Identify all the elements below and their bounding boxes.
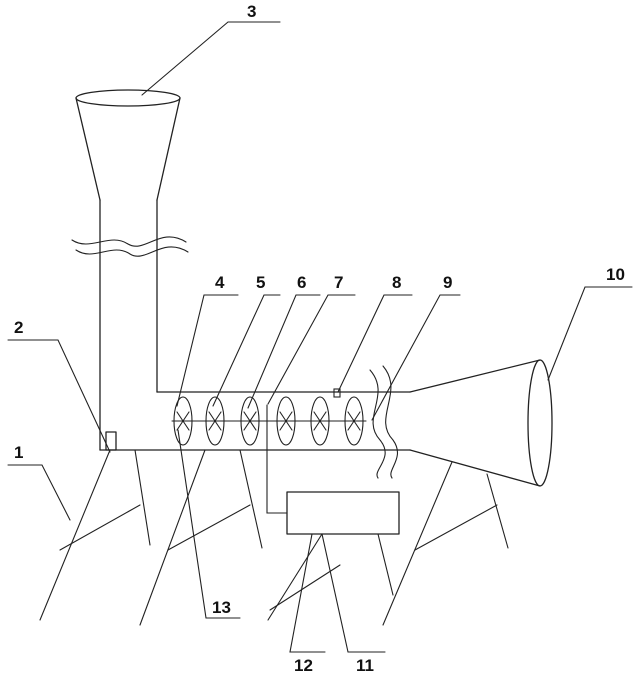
leader-4 <box>176 294 239 407</box>
label-11: 11 <box>356 656 374 675</box>
leader-10 <box>547 286 633 381</box>
inlet-block <box>105 431 117 451</box>
control-wire <box>266 404 288 514</box>
sensor-8 <box>333 388 341 398</box>
label-10: 10 <box>606 265 625 284</box>
label-4: 4 <box>215 273 225 292</box>
control-box <box>266 404 400 535</box>
leader-6 <box>247 294 321 409</box>
label-2: 2 <box>14 318 23 337</box>
label-13: 13 <box>212 598 231 617</box>
leader-7 <box>267 294 356 405</box>
label-3: 3 <box>247 2 256 21</box>
hopper <box>71 89 189 451</box>
leader-9 <box>371 294 461 421</box>
label-7: 7 <box>334 273 343 292</box>
leader-3 <box>141 21 281 96</box>
labels: 3 2 1 4 5 6 7 8 9 10 13 12 11 <box>14 2 625 675</box>
label-6: 6 <box>297 273 306 292</box>
leader-8 <box>337 294 413 393</box>
leader-13 <box>177 429 241 619</box>
leader-lines <box>7 21 633 653</box>
leader-11 <box>321 533 386 653</box>
label-1: 1 <box>14 443 23 462</box>
barrel <box>99 391 411 451</box>
label-12: 12 <box>294 656 313 675</box>
screw-blades <box>171 388 367 446</box>
label-8: 8 <box>392 273 401 292</box>
support-legs <box>39 449 509 626</box>
break-marks <box>369 365 399 479</box>
nozzle <box>409 359 553 487</box>
label-9: 9 <box>443 273 452 292</box>
leader-1 <box>7 464 71 521</box>
leader-2 <box>7 339 111 453</box>
label-5: 5 <box>256 273 265 292</box>
leader-5 <box>212 294 281 407</box>
leader-12 <box>289 533 326 653</box>
